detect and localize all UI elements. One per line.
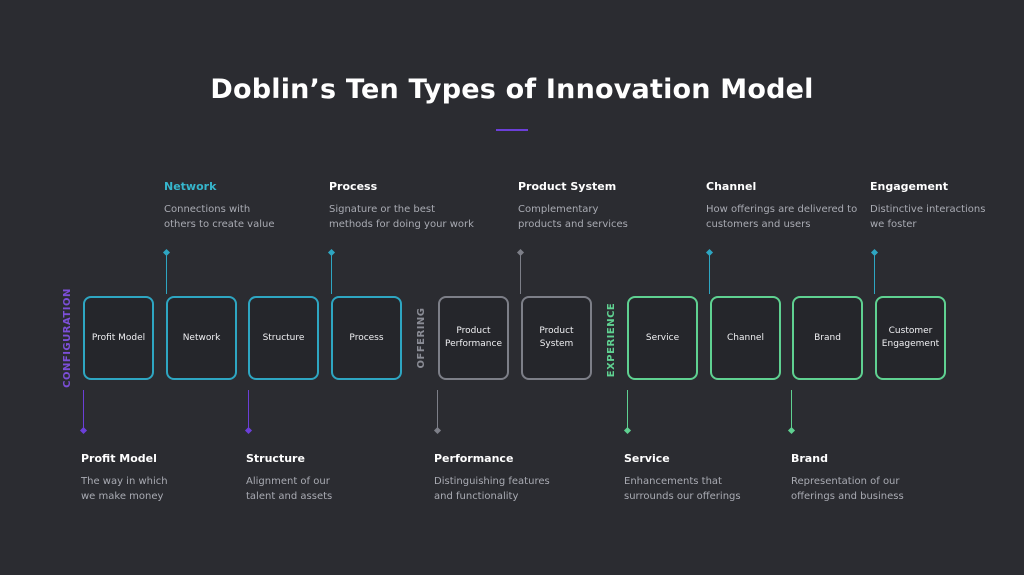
desc-line: Complementary xyxy=(518,204,599,215)
box-brand[interactable]: Brand xyxy=(792,296,863,380)
connector-profit-model xyxy=(83,390,84,430)
box-label: Brand xyxy=(814,332,841,343)
title-underline xyxy=(496,129,528,131)
desc-title: Performance xyxy=(434,452,514,465)
desc-body: Distinguishing features and functionality xyxy=(434,474,604,504)
desc-line: Alignment of our xyxy=(246,476,330,487)
desc-line: and functionality xyxy=(434,491,519,502)
desc-line: The way in which xyxy=(81,476,168,487)
desc-title: Network xyxy=(164,180,217,193)
desc-structure: Structure Alignment of our talent and ass… xyxy=(246,452,416,504)
group-label-experience: EXPERIENCE xyxy=(606,302,617,378)
connector-dot xyxy=(787,426,796,435)
box-channel[interactable]: Channel xyxy=(710,296,781,380)
connector-dot xyxy=(79,426,88,435)
connector-dot xyxy=(244,426,253,435)
box-label: Service xyxy=(645,332,680,343)
box-product-performance[interactable]: Product Performance xyxy=(438,296,509,380)
connector-dot xyxy=(162,248,171,257)
desc-network: Network Connections with others to create… xyxy=(164,180,334,232)
box-label: Profit Model xyxy=(91,332,146,343)
desc-line: we foster xyxy=(870,219,917,230)
desc-line: Representation of our xyxy=(791,476,900,487)
desc-profit-model: Profit Model The way in which we make mon… xyxy=(81,452,251,504)
desc-title: Profit Model xyxy=(81,452,157,465)
desc-body: Enhancements that surrounds our offerings xyxy=(624,474,794,504)
connector-performance xyxy=(437,390,438,430)
desc-line: methods for doing your work xyxy=(329,219,474,230)
connector-dot xyxy=(433,426,442,435)
desc-title: Engagement xyxy=(870,180,948,193)
desc-line: Signature or the best xyxy=(329,204,436,215)
connector-process xyxy=(331,254,332,294)
desc-body: Representation of our offerings and busin… xyxy=(791,474,961,504)
desc-title: Product System xyxy=(518,180,617,193)
box-label: Customer Engagement xyxy=(881,326,940,349)
group-label-offering: OFFERING xyxy=(416,307,427,369)
box-profit-model[interactable]: Profit Model xyxy=(83,296,154,380)
connector-product-system xyxy=(520,254,521,294)
connector-structure xyxy=(248,390,249,430)
desc-title: Structure xyxy=(246,452,305,465)
desc-body: Connections with others to create value xyxy=(164,202,334,232)
connector-dot xyxy=(623,426,632,435)
box-label: Process xyxy=(349,332,384,343)
desc-body: The way in which we make money xyxy=(81,474,251,504)
desc-body: How offerings are delivered to customers … xyxy=(706,202,876,232)
desc-title: Service xyxy=(624,452,670,465)
connector-dot xyxy=(870,248,879,257)
box-customer-engagement[interactable]: Customer Engagement xyxy=(875,296,946,380)
desc-line: customers and users xyxy=(706,219,811,230)
desc-line: Enhancements that xyxy=(624,476,722,487)
desc-line: others to create value xyxy=(164,219,275,230)
desc-title: Process xyxy=(329,180,378,193)
box-product-system[interactable]: Product System xyxy=(521,296,592,380)
desc-line: How offerings are delivered to xyxy=(706,204,858,215)
desc-line: Connections with xyxy=(164,204,251,215)
desc-service: Service Enhancements that surrounds our o… xyxy=(624,452,794,504)
connector-channel xyxy=(709,254,710,294)
page-title: Doblin’s Ten Types of Innovation Model xyxy=(210,74,814,105)
box-label: Channel xyxy=(727,332,764,343)
box-structure[interactable]: Structure xyxy=(248,296,319,380)
desc-title: Brand xyxy=(791,452,828,465)
group-label-configuration: CONFIGURATION xyxy=(62,288,73,388)
connector-dot xyxy=(327,248,336,257)
box-network[interactable]: Network xyxy=(166,296,237,380)
desc-process: Process Signature or the best methods for… xyxy=(329,180,499,232)
desc-line: products and services xyxy=(518,219,628,230)
desc-title: Channel xyxy=(706,180,757,193)
desc-line: Distinctive interactions xyxy=(870,204,986,215)
connector-dot xyxy=(516,248,525,257)
connector-service xyxy=(627,390,628,430)
desc-product-system: Product System Complementary products and… xyxy=(518,180,688,232)
desc-line: talent and assets xyxy=(246,491,333,502)
connector-engagement xyxy=(874,254,875,294)
box-label: Product System xyxy=(539,326,574,349)
desc-line: we make money xyxy=(81,491,164,502)
desc-body: Signature or the best methods for doing y… xyxy=(329,202,499,232)
desc-body: Alignment of our talent and assets xyxy=(246,474,416,504)
box-process[interactable]: Process xyxy=(331,296,402,380)
desc-body: Complementary products and services xyxy=(518,202,688,232)
desc-body: Distinctive interactions we foster xyxy=(870,202,1020,232)
desc-brand: Brand Representation of our offerings and… xyxy=(791,452,961,504)
desc-line: surrounds our offerings xyxy=(624,491,741,502)
desc-channel: Channel How offerings are delivered to cu… xyxy=(706,180,876,232)
box-label: Network xyxy=(182,332,221,343)
connector-brand xyxy=(791,390,792,430)
desc-line: Distinguishing features xyxy=(434,476,550,487)
box-service[interactable]: Service xyxy=(627,296,698,380)
connector-dot xyxy=(705,248,714,257)
box-label: Structure xyxy=(262,332,305,343)
desc-engagement: Engagement Distinctive interactions we fo… xyxy=(870,180,1020,232)
desc-line: offerings and business xyxy=(791,491,904,502)
box-label: Product Performance xyxy=(444,326,503,349)
connector-network xyxy=(166,254,167,294)
desc-performance: Performance Distinguishing features and f… xyxy=(434,452,604,504)
